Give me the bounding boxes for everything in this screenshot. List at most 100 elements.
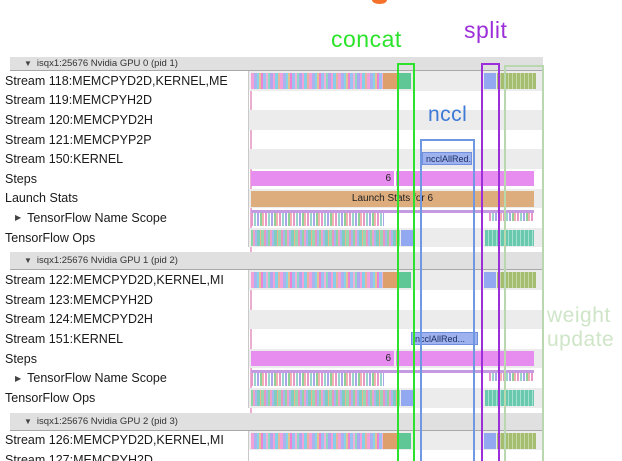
track-label-text: Stream 127:MEMCPYH2D bbox=[5, 452, 153, 461]
weight-update-kernels[interactable] bbox=[497, 432, 536, 449]
split-kernel-block[interactable] bbox=[484, 272, 496, 289]
track-label-text: Stream 120:MEMCPYD2H bbox=[5, 112, 153, 127]
trace-canvas-row[interactable] bbox=[249, 270, 542, 290]
memcpy-event-block[interactable] bbox=[383, 73, 397, 89]
track-label-text: Stream 122:MEMCPYD2D,KERNEL,MI bbox=[5, 273, 224, 288]
nccl-allreduce-bar[interactable]: ncclAllRed... bbox=[422, 152, 472, 166]
trace-canvas-row[interactable] bbox=[249, 309, 542, 330]
track-row: Stream 124:MEMCPYD2H bbox=[0, 309, 543, 330]
name-scope-span[interactable] bbox=[251, 209, 534, 213]
kernel-memcpy-events[interactable] bbox=[251, 432, 383, 449]
track-row: Stream 121:MEMCPYP2P bbox=[0, 129, 543, 150]
expander-arrow-icon[interactable]: ▶ bbox=[15, 373, 22, 383]
track-row: Stream 119:MEMCPYH2D bbox=[0, 90, 543, 111]
name-scope-flame-preview[interactable] bbox=[251, 212, 384, 226]
step-number: 6 bbox=[385, 353, 391, 365]
name-scope-span[interactable] bbox=[251, 369, 534, 373]
tf-op-block[interactable] bbox=[401, 389, 414, 406]
track-row: Stream 118:MEMCPYD2D,KERNEL,ME bbox=[0, 71, 543, 91]
section-header-label: isqx1:25676 Nvidia GPU 0 (pid 1) bbox=[36, 58, 178, 69]
trace-canvas-row[interactable]: Launch Stats for 6 bbox=[249, 188, 542, 209]
tf-op-block[interactable] bbox=[401, 229, 414, 246]
track-label[interactable]: ▶ TensorFlow Name Scope bbox=[0, 208, 249, 228]
track-label-text: Stream 124:MEMCPYD2H bbox=[5, 312, 153, 327]
trace-canvas-row[interactable]: ncclAllRed... bbox=[249, 329, 542, 349]
annotation-label-split: split bbox=[464, 17, 508, 43]
trace-canvas-row[interactable] bbox=[249, 208, 542, 228]
kernel-memcpy-events[interactable] bbox=[251, 73, 383, 89]
collapse-triangle-icon[interactable]: ▼ bbox=[24, 256, 32, 266]
track-label: Stream 124:MEMCPYD2H bbox=[0, 309, 249, 330]
split-kernel-block[interactable] bbox=[484, 73, 496, 89]
steps-bar[interactable] bbox=[251, 171, 394, 187]
step-number: 6 bbox=[385, 173, 391, 185]
track-label: TensorFlow Ops bbox=[0, 387, 249, 408]
track-label: Stream 118:MEMCPYD2D,KERNEL,ME bbox=[0, 71, 249, 91]
launch-stats-text: Launch Stats for 6 bbox=[351, 193, 434, 205]
expander-arrow-icon[interactable]: ▶ bbox=[15, 213, 22, 223]
annotation-box-nccl bbox=[420, 139, 475, 461]
concat-kernel-block[interactable] bbox=[398, 272, 411, 289]
track-label-text: Steps bbox=[5, 171, 37, 186]
annotation-box-weight-update bbox=[504, 65, 544, 461]
memcpy-event-block[interactable] bbox=[383, 272, 397, 289]
track-label: Stream 119:MEMCPYH2D bbox=[0, 90, 249, 111]
track-row: ▶ TensorFlow Name Scope bbox=[0, 368, 543, 388]
section-header-label: isqx1:25676 Nvidia GPU 2 (pid 3) bbox=[36, 415, 178, 427]
nccl-allreduce-bar[interactable]: ncclAllRed... bbox=[411, 332, 478, 346]
memcpy-event-block[interactable] bbox=[383, 432, 397, 449]
trace-canvas-row[interactable] bbox=[249, 368, 542, 388]
weight-update-kernels[interactable] bbox=[497, 272, 536, 289]
track-label: Stream 121:MEMCPYP2P bbox=[0, 129, 249, 150]
track-row: ▶ TensorFlow Name Scope bbox=[0, 208, 543, 228]
track-label-text: Stream 121:MEMCPYP2P bbox=[5, 132, 152, 147]
trace-canvas-row[interactable]: ncclAllRed... bbox=[249, 149, 542, 169]
annotation-label-weight-update: weight update bbox=[547, 304, 614, 352]
track-label: Stream 127:MEMCPYH2D bbox=[0, 450, 249, 461]
section-header-gpu0[interactable]: ▼ isqx1:25676 Nvidia GPU 0 (pid 1) bbox=[10, 57, 543, 71]
name-scope-flame-preview[interactable] bbox=[489, 212, 534, 221]
track-label-text: Stream 119:MEMCPYH2D bbox=[5, 93, 153, 108]
track-label: Launch Stats bbox=[0, 188, 249, 209]
annotation-box-concat bbox=[397, 63, 415, 461]
concat-kernel-block[interactable] bbox=[398, 432, 411, 449]
track-label: Stream 120:MEMCPYD2H bbox=[0, 110, 249, 130]
track-label-text: TensorFlow Name Scope bbox=[27, 371, 167, 386]
track-label-text: TensorFlow Name Scope bbox=[27, 210, 167, 225]
trace-canvas-row[interactable] bbox=[249, 387, 542, 408]
name-scope-flame-preview[interactable] bbox=[489, 372, 534, 381]
track-row: Stream 123:MEMCPYH2D bbox=[0, 289, 543, 310]
track-label-text: Launch Stats bbox=[5, 191, 78, 206]
trace-canvas-row[interactable] bbox=[249, 227, 542, 248]
clipped-title-fragment bbox=[372, 0, 387, 4]
track-label-text: TensorFlow Ops bbox=[5, 230, 96, 245]
launch-stats-bar[interactable] bbox=[251, 190, 534, 207]
track-label: TensorFlow Ops bbox=[0, 227, 249, 248]
trace-canvas-row[interactable] bbox=[249, 71, 542, 91]
trace-canvas-row[interactable] bbox=[249, 430, 542, 451]
section-header-gpu1[interactable]: ▼isqx1:25676 Nvidia GPU 1 (pid 2) bbox=[10, 252, 543, 271]
trace-table: ▼ isqx1:25676 Nvidia GPU 0 (pid 1) Stream … bbox=[0, 57, 543, 461]
name-scope-flame-preview[interactable] bbox=[251, 372, 384, 386]
annotation-box-split bbox=[481, 63, 500, 461]
collapse-triangle-icon[interactable]: ▼ bbox=[24, 416, 32, 426]
annotation-label-weight-line1: weight bbox=[547, 304, 611, 327]
tf-op-events[interactable] bbox=[485, 389, 534, 406]
trace-canvas-row[interactable] bbox=[249, 110, 542, 130]
steps-bar[interactable] bbox=[251, 351, 394, 367]
collapse-triangle-icon[interactable]: ▼ bbox=[24, 59, 32, 68]
track-label: Stream 151:KERNEL bbox=[0, 329, 249, 349]
tf-op-events[interactable] bbox=[251, 229, 400, 246]
tf-op-events[interactable] bbox=[251, 389, 400, 406]
split-kernel-block[interactable] bbox=[484, 432, 496, 449]
tf-op-events[interactable] bbox=[485, 229, 534, 246]
track-label[interactable]: ▶ TensorFlow Name Scope bbox=[0, 368, 249, 388]
kernel-memcpy-events[interactable] bbox=[251, 272, 383, 289]
section-header-gpu2[interactable]: ▼ isqx1:25676 Nvidia GPU 2 (pid 3) bbox=[10, 412, 543, 431]
concat-kernel-block[interactable] bbox=[398, 73, 411, 89]
track-label-text: Stream 151:KERNEL bbox=[5, 331, 124, 346]
weight-update-kernels[interactable] bbox=[497, 73, 536, 89]
track-label-text: Stream 123:MEMCPYH2D bbox=[5, 292, 153, 307]
track-label-text: Stream 126:MEMCPYD2D,KERNEL,MI bbox=[5, 433, 224, 448]
